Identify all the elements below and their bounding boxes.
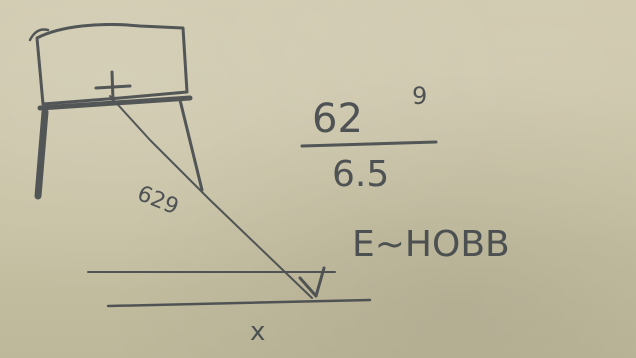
box-outline [35,23,189,106]
fraction-bar [300,140,438,148]
fraction-denominator: 6.5 [332,154,389,195]
box-base-line [37,95,193,111]
right-leg [178,98,204,192]
box-top-edge [28,28,50,42]
segment-label: 629 [134,181,182,220]
left-leg [34,108,49,200]
bottom-label: x [250,317,265,347]
ground-line-lower [106,298,372,308]
side-note: E~HOBB [352,224,510,265]
end-tick-mark [298,266,326,298]
fraction-numerator: 62 [312,96,363,142]
plus-vertical [110,70,115,102]
numerator-superscript: 9 [412,82,427,110]
diagonal-line [109,95,313,299]
